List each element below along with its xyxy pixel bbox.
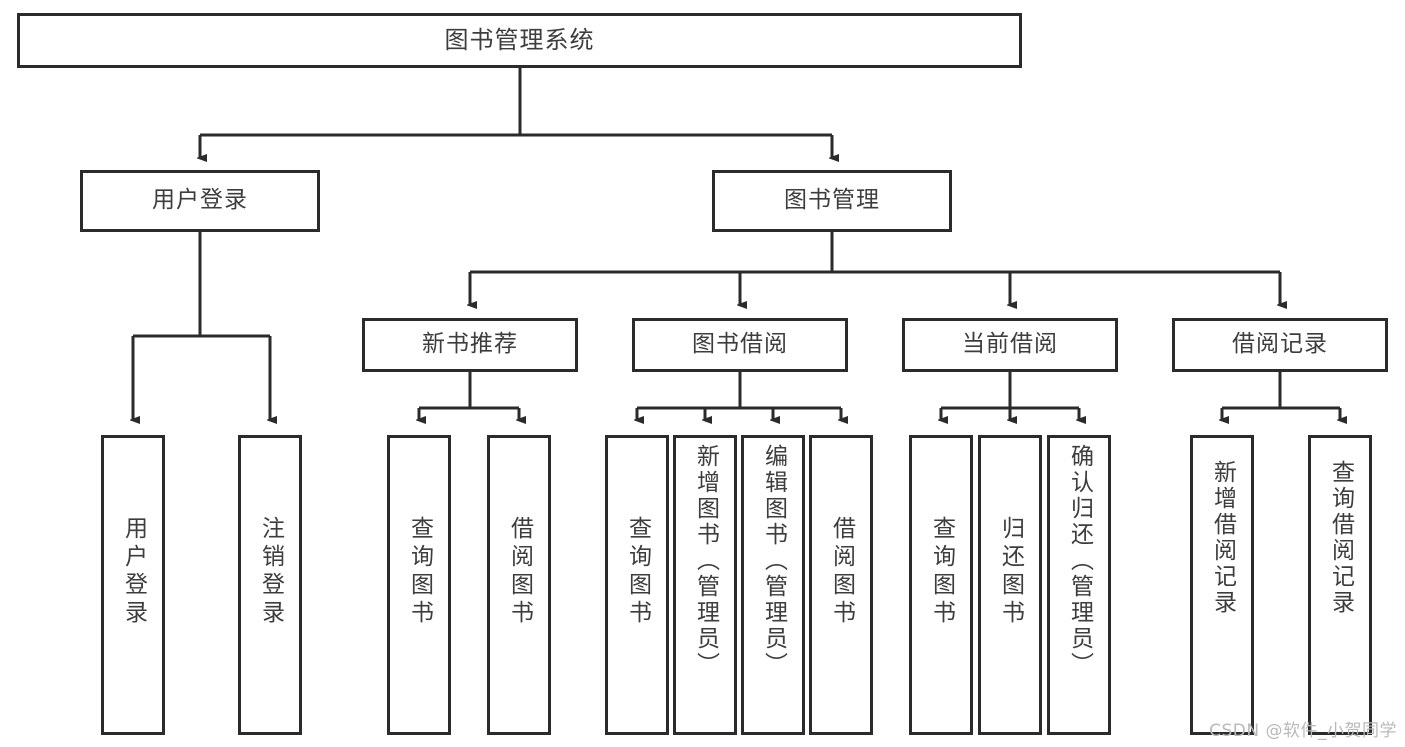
node-book-management[interactable]: 图书管理 (712, 170, 952, 232)
node-label: 用户登录 (152, 187, 248, 214)
node-label: 编辑图书（管理员） (760, 444, 787, 678)
node-current-borrow[interactable]: 当前借阅 (902, 318, 1118, 372)
node-label: 查询图书 (624, 516, 651, 628)
csdn-watermark: CSDN @软件_小贺同学 (1209, 721, 1397, 741)
node-borrow-record[interactable]: 借阅记录 (1172, 318, 1388, 372)
node-label: 查询图书 (928, 516, 955, 628)
node-label: 用户登录 (120, 516, 147, 628)
node-label: 确认归还（管理员） (1066, 444, 1093, 678)
node-leaf-borrow-book-recommend[interactable]: 借阅图书 (487, 435, 551, 735)
node-leaf-add-book-admin[interactable]: 新增图书（管理员） (673, 435, 737, 735)
node-label: 新书推荐 (422, 331, 518, 358)
node-leaf-query-book-borrow[interactable]: 查询图书 (605, 435, 669, 735)
node-leaf-logout[interactable]: 注销登录 (238, 435, 302, 735)
node-book-borrow[interactable]: 图书借阅 (632, 318, 848, 372)
node-label: 当前借阅 (962, 331, 1058, 358)
node-root-library-system[interactable]: 图书管理系统 (17, 13, 1022, 68)
node-label: 图书管理 (784, 187, 880, 214)
node-label: 查询借阅记录 (1327, 460, 1354, 616)
node-leaf-confirm-return-admin[interactable]: 确认归还（管理员） (1047, 435, 1111, 735)
node-label: 归还图书 (997, 516, 1024, 628)
node-leaf-borrow-book[interactable]: 借阅图书 (809, 435, 873, 735)
node-leaf-return-book[interactable]: 归还图书 (978, 435, 1042, 735)
node-leaf-query-borrow-record[interactable]: 查询借阅记录 (1308, 435, 1372, 735)
node-leaf-user-login[interactable]: 用户登录 (101, 435, 165, 735)
node-label: 图书管理系统 (444, 26, 595, 55)
node-label: 查询图书 (406, 516, 433, 628)
node-label: 新增图书（管理员） (692, 444, 719, 678)
node-label: 注销登录 (257, 516, 284, 628)
node-new-book-recommendation[interactable]: 新书推荐 (362, 318, 578, 372)
node-label: 借阅记录 (1232, 331, 1328, 358)
node-label: 借阅图书 (828, 516, 855, 628)
node-user-login[interactable]: 用户登录 (80, 170, 320, 232)
node-leaf-query-book-recommend[interactable]: 查询图书 (387, 435, 451, 735)
node-label: 图书借阅 (692, 331, 788, 358)
node-label: 新增借阅记录 (1209, 460, 1236, 616)
node-leaf-edit-book-admin[interactable]: 编辑图书（管理员） (741, 435, 805, 735)
node-leaf-query-book-current[interactable]: 查询图书 (909, 435, 973, 735)
node-leaf-add-borrow-record[interactable]: 新增借阅记录 (1190, 435, 1254, 735)
node-label: 借阅图书 (506, 516, 533, 628)
